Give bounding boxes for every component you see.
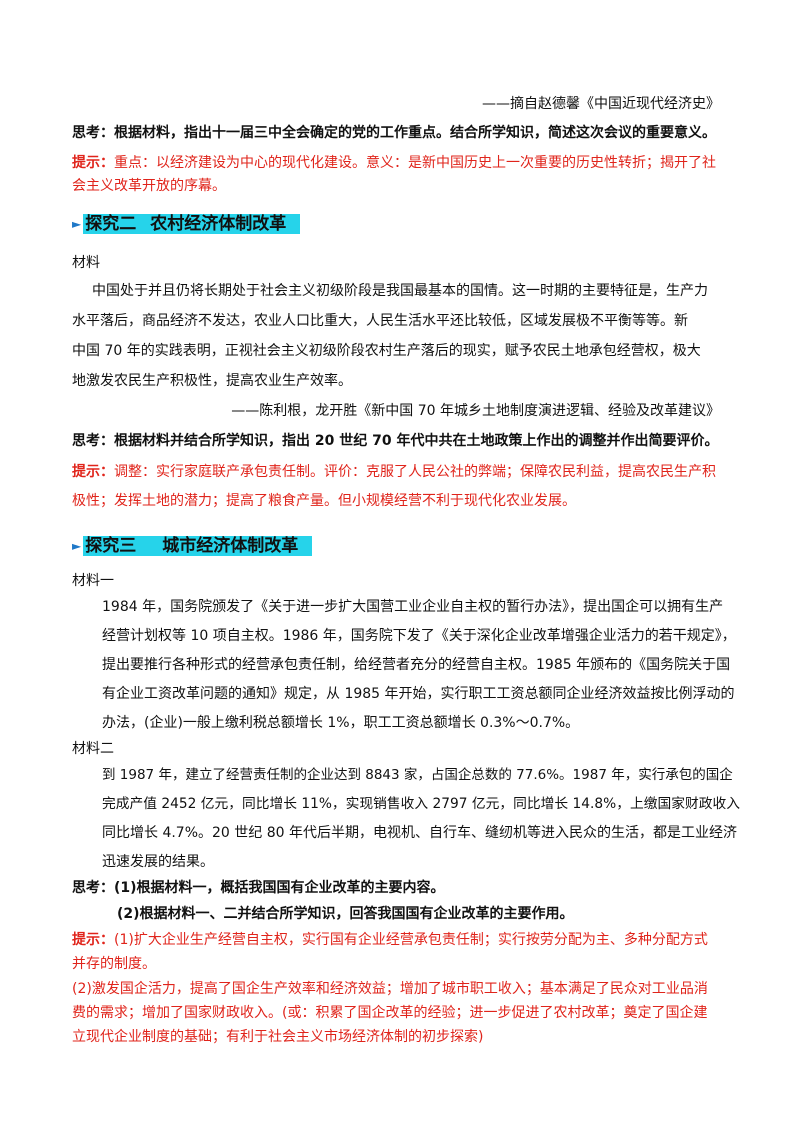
hint-label: 提示：	[72, 932, 114, 948]
material-3a-line-1: 1984 年，国务院颁发了《关于进一步扩大国营工业企业自主权的暂行办法》，提出国…	[102, 599, 724, 615]
hint-3-line-5: 立现代企业制度的基础；有利于社会主义市场经济体制的初步探索)	[72, 1029, 484, 1045]
hint-label: 提示：	[72, 464, 114, 480]
material-3a-line-4: 有企业工资改革问题的通知》规定，从 1985 年开始，实行职工工资总额同企业经济…	[102, 686, 735, 702]
material-2-line-1: 中国处于并且仍将长期处于社会主义初级阶段是我国最基本的国情。这一时期的主要特征是…	[92, 283, 708, 299]
material-3b-line-1: 到 1987 年，建立了经营责任制的企业达到 8843 家，占国企总数的 77.…	[102, 767, 733, 783]
material-3b-line-4: 迅速发展的结果。	[102, 854, 214, 870]
hint-2-line-1: 提示：调整：实行家庭联产承包责任制。评价：克服了人民公社的弊端；保障农民利益，提…	[72, 461, 742, 483]
hint-text: 重点：以经济建设为中心的现代化建设。意义：是新中国历史上一次重要的历史性转折；揭…	[114, 155, 716, 171]
material-2-line-2: 水平落后，商品经济不发达，农业人口比重大，人民生活水平还比较低，区域发展极不平衡…	[72, 313, 688, 329]
material-3a-line-5: 办法，(企业)一般上缴利税总额增长 1%，职工工资总额增长 0.3%～0.7%。	[102, 715, 580, 731]
hint-text: (1)扩大企业生产经营自主权，实行国有企业经营承包责任制；实行按劳分配为主、多种…	[114, 932, 708, 948]
material-3b-line-3: 同比增长 4.7%。20 世纪 80 年代后半期，电视机、自行车、缝纫机等进入民…	[102, 825, 737, 841]
material-2-line-3: 中国 70 年的实践表明，正视社会主义初级阶段农村生产落后的现实，赋予农民土地承…	[72, 343, 701, 359]
triangle-arrow-icon: ►	[72, 539, 82, 553]
source-citation-1: ——摘自赵德馨《中国近现代经济史》	[482, 96, 720, 112]
material-3a-line-3: 提出要推行各种形式的经营承包责任制，给经营者充分的经营自主权。1985 年颁布的…	[102, 657, 731, 673]
triangle-arrow-icon: ►	[72, 217, 82, 231]
section-heading-2: ►探究二农村经济体制改革	[72, 211, 301, 237]
section-number: 探究三	[85, 536, 137, 556]
hint-text: 调整：实行家庭联产承包责任制。评价：克服了人民公社的弊端；保障农民利益，提高农民…	[114, 464, 716, 480]
source-citation-2: ——陈利根，龙开胜《新中国 70 年城乡土地制度演进逻辑、经验及改革建议》	[231, 403, 720, 419]
hint-1-line-2: 会主义改革开放的序幕。	[72, 178, 226, 194]
section-number: 探究二	[85, 214, 137, 234]
section-heading-3: ►探究三 城市经济体制改革	[72, 533, 313, 559]
hint-3-line-1: 提示：(1)扩大企业生产经营自主权，实行国有企业经营承包责任制；实行按劳分配为主…	[72, 929, 742, 951]
material-3a-label: 材料一	[72, 573, 114, 589]
think-question-3-line-2: (2)根据材料一、二并结合所学知识，回答我国国有企业改革的主要作用。	[117, 906, 574, 922]
material-3a-line-2: 经营计划权等 10 项自主权。1986 年，国务院下发了《关于深化企业改革增强企…	[102, 628, 736, 644]
hint-1-line-1: 提示：重点：以经济建设为中心的现代化建设。意义：是新中国历史上一次重要的历史性转…	[72, 152, 742, 174]
section-title: 城市经济体制改革	[162, 536, 299, 556]
hint-3-line-4: 费的需求；增加了国家财政收入。(或：积累了国企改革的经验；进一步促进了农村改革；…	[72, 1005, 708, 1021]
section-heading-highlight: 探究二农村经济体制改革	[83, 214, 301, 234]
material-label: 材料	[72, 255, 100, 271]
hint-3-line-3: (2)激发国企活力，提高了国企生产效率和经济效益；增加了城市职工收入；基本满足了…	[72, 981, 708, 997]
material-2-line-4: 地激发农民生产积极性，提高农业生产效率。	[72, 373, 352, 389]
think-question-2: 思考：根据材料并结合所学知识，指出 20 世纪 70 年代中共在土地政策上作出的…	[72, 433, 719, 449]
material-3b-line-2: 完成产值 2452 亿元，同比增长 11%，实现销售收入 2797 亿元，同比增…	[102, 796, 740, 812]
hint-2-line-2: 极性；发挥土地的潜力；提高了粮食产量。但小规模经营不利于现代化农业发展。	[72, 493, 576, 509]
think-question-3-line-1: 思考：(1)根据材料一，概括我国国有企业改革的主要内容。	[72, 880, 445, 896]
hint-label: 提示：	[72, 155, 114, 171]
section-heading-highlight: 探究三 城市经济体制改革	[83, 536, 313, 556]
think-question-1: 思考：根据材料，指出十一届三中全会确定的党的工作重点。结合所学知识，简述这次会议…	[72, 125, 716, 141]
section-title: 农村经济体制改革	[150, 214, 287, 234]
material-3b-label: 材料二	[72, 741, 114, 757]
hint-3-line-2: 并存的制度。	[72, 956, 156, 972]
